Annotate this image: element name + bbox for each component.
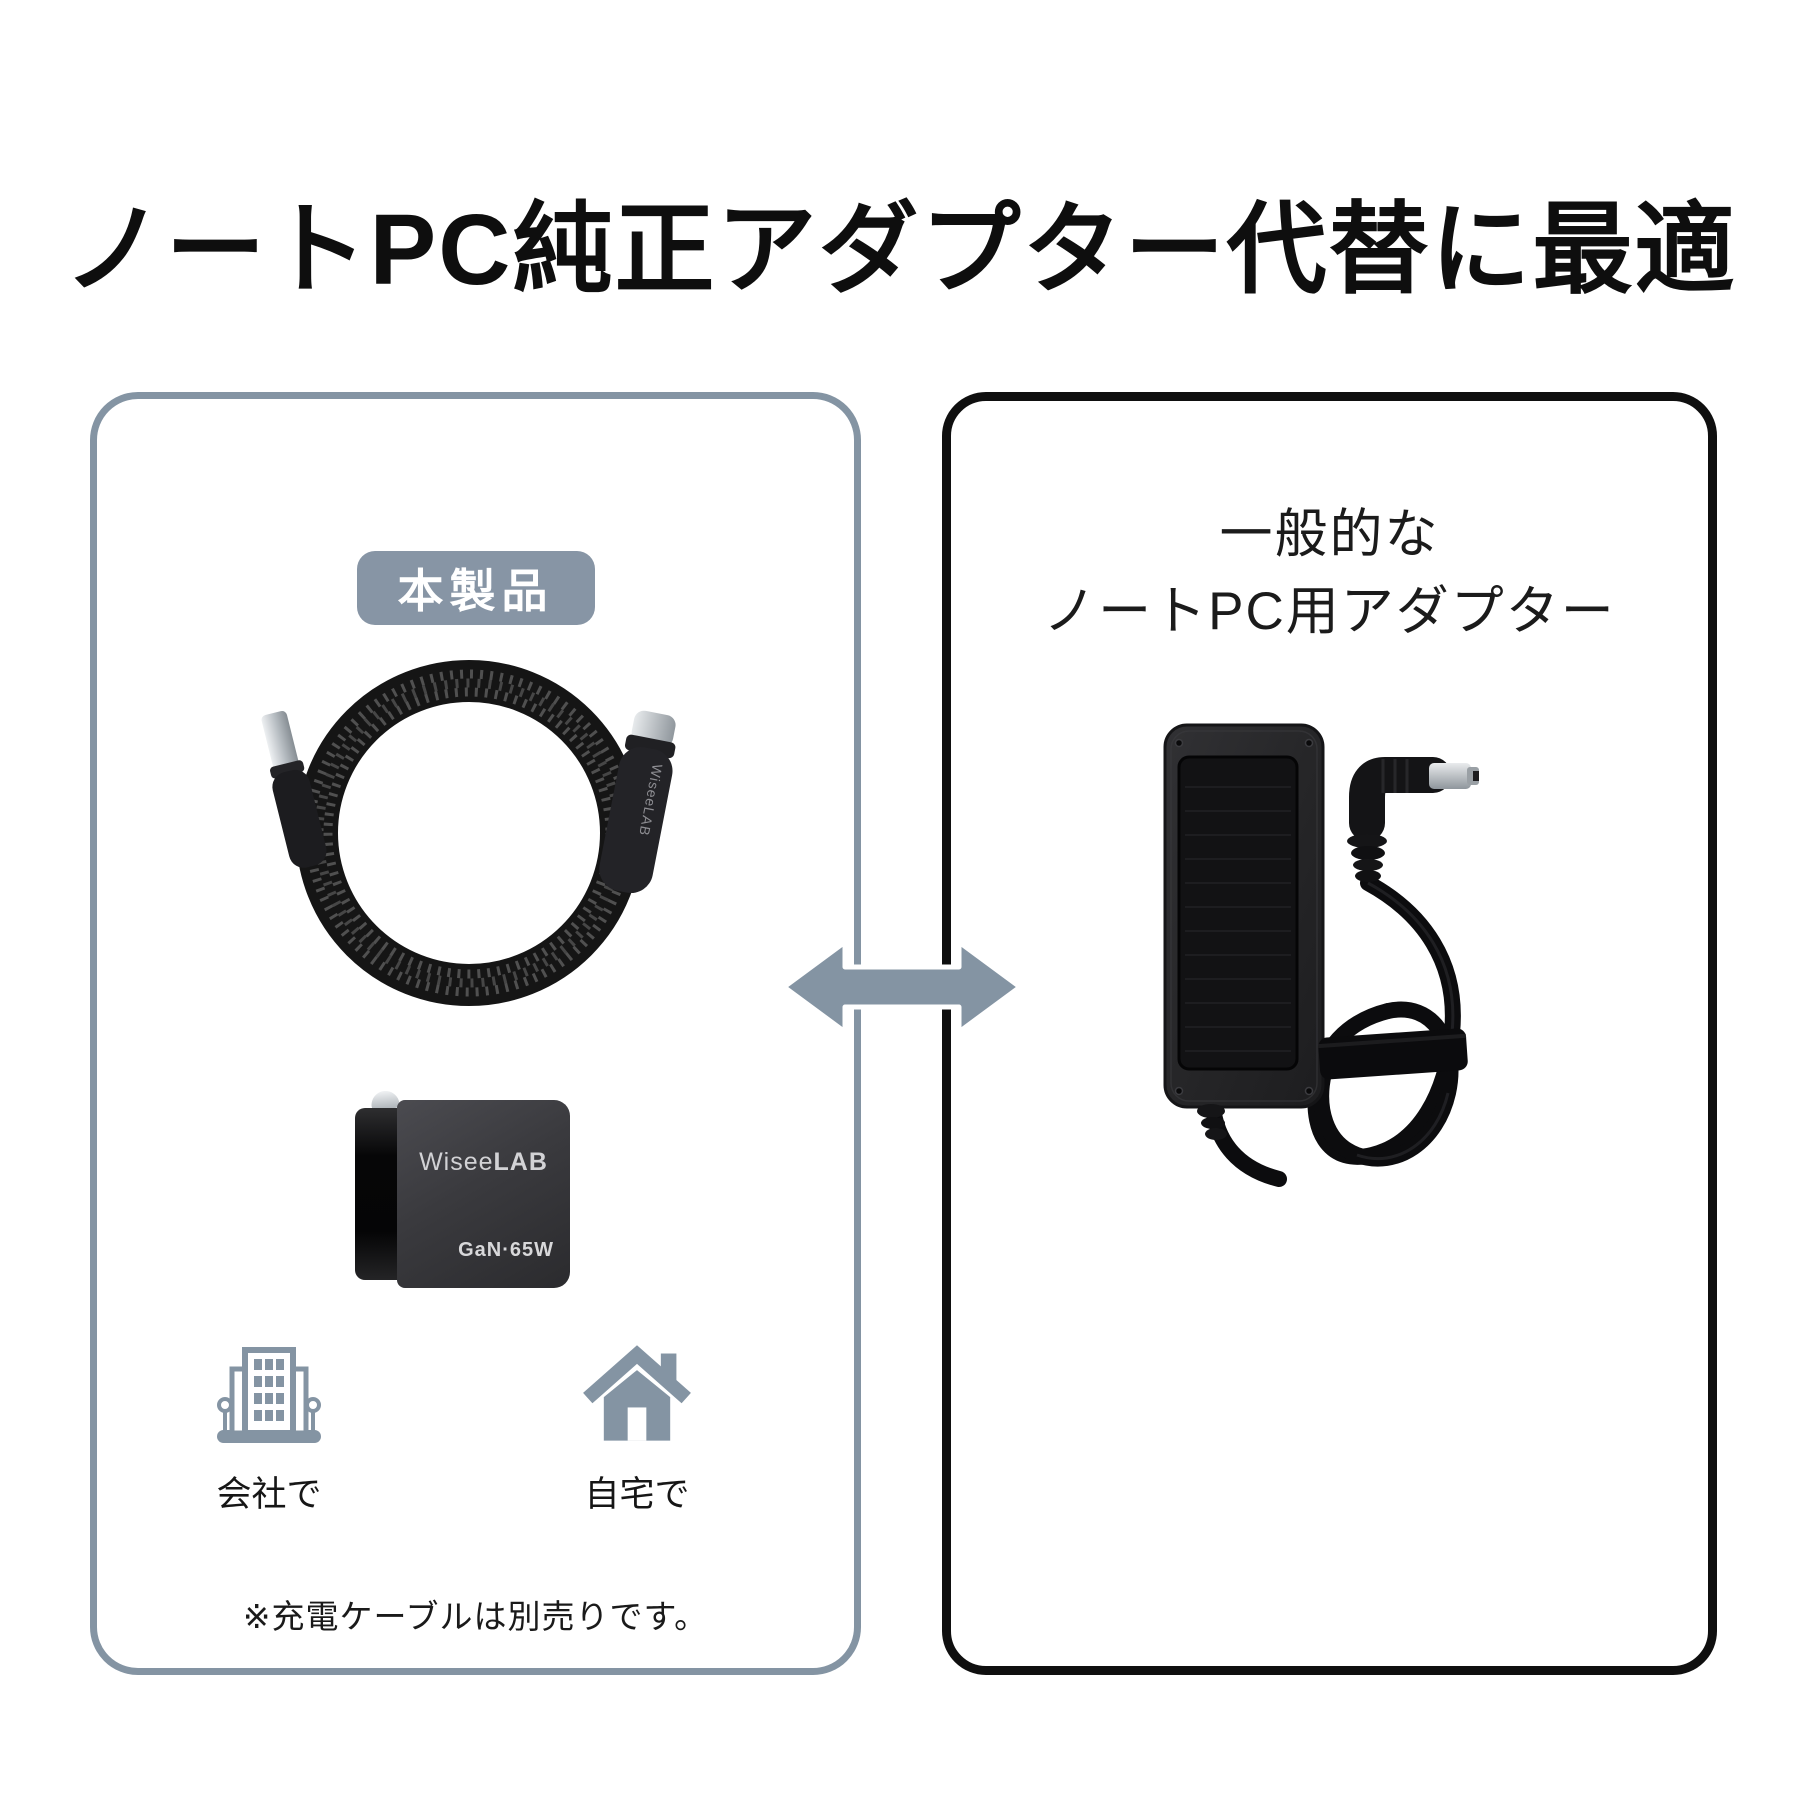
right-panel-title: 一般的な ノートPC用アダプター bbox=[951, 497, 1708, 651]
cable-boot bbox=[1197, 1104, 1227, 1140]
screws bbox=[1174, 738, 1314, 1096]
adapter-label-area bbox=[1177, 755, 1299, 1071]
home-icon bbox=[583, 1345, 691, 1441]
dc-plug bbox=[261, 710, 327, 868]
office-building-icon bbox=[217, 1347, 321, 1443]
page-title: ノートPC純正アダプター代替に最適 bbox=[63, 194, 1737, 306]
charger-side-face bbox=[355, 1108, 401, 1280]
cable-sold-separately-note: ※充電ケーブルは別売りです。 bbox=[242, 1598, 709, 1635]
this-product-panel: 本製品 bbox=[90, 392, 861, 1675]
usb-c-cable-image: WiseeLAB bbox=[261, 660, 676, 1006]
charger-brand-text: WiseeLAB bbox=[419, 1148, 548, 1176]
gan-charger-image: WiseeLAB GaN·65W bbox=[355, 1089, 570, 1288]
usage-home: 自宅で bbox=[577, 1343, 697, 1517]
generic-adapter-panel: 一般的な ノートPC用アダプター bbox=[942, 392, 1717, 1675]
velcro-strap bbox=[1318, 1028, 1468, 1080]
usb-c-connector: WiseeLAB bbox=[599, 710, 676, 894]
office-caption: 会社で bbox=[216, 1475, 322, 1514]
double-headed-arrow-icon bbox=[781, 939, 1023, 1035]
charger-wattage-text: GaN·65W bbox=[458, 1239, 554, 1261]
laptop-adapter-image bbox=[1163, 723, 1479, 1187]
right-title-line2: ノートPC用アダプター bbox=[1043, 581, 1616, 641]
product-badge: 本製品 bbox=[356, 551, 595, 625]
charger-front-face: WiseeLAB GaN·65W bbox=[397, 1100, 570, 1288]
usage-office: 会社で bbox=[209, 1343, 329, 1517]
right-title-line1: 一般的な bbox=[1219, 505, 1440, 564]
barrel-connector bbox=[1347, 757, 1479, 882]
home-caption: 自宅で bbox=[584, 1475, 690, 1514]
